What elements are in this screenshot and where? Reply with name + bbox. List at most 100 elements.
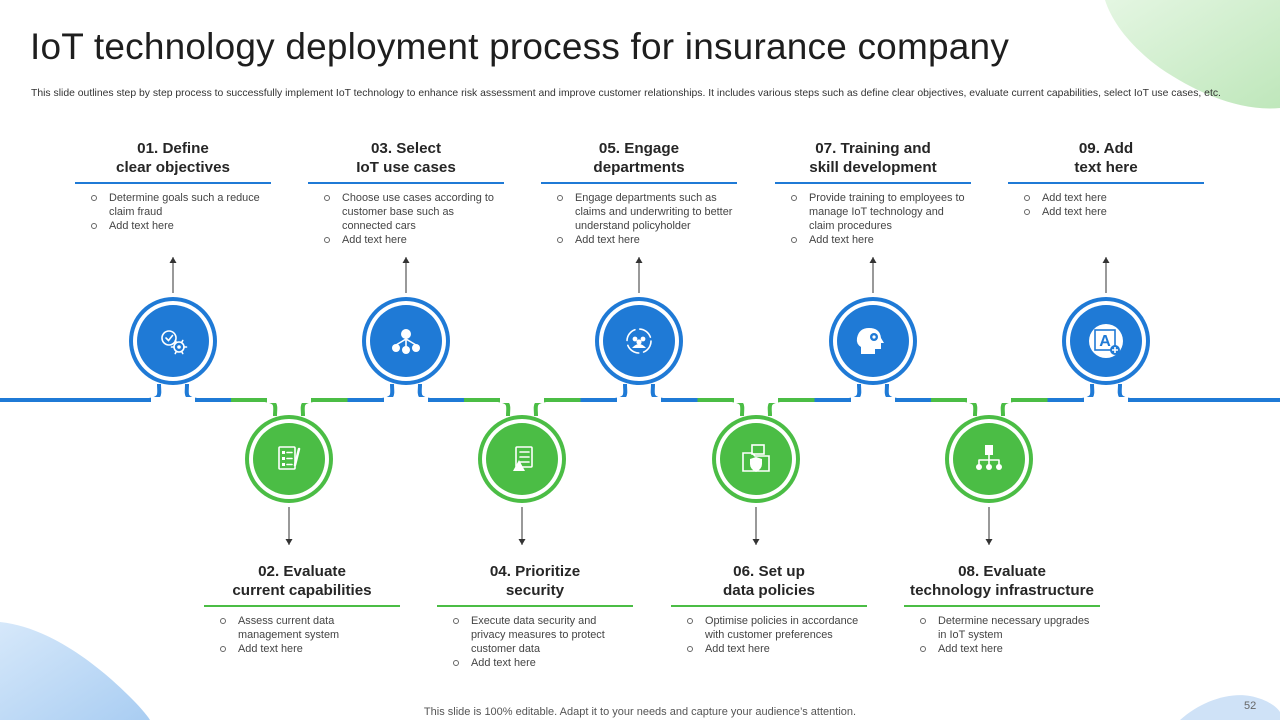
- arrow-head: [752, 539, 760, 545]
- step-title: 02. Evaluate current capabilities: [204, 562, 400, 600]
- step-title: 04. Prioritize security: [437, 562, 633, 600]
- step-divider: [904, 605, 1100, 607]
- step-bullet: Engage departments such as claims and un…: [557, 191, 737, 233]
- arrow-head: [869, 257, 877, 263]
- step-title-line1: 08. Evaluate: [958, 563, 1046, 580]
- step-title-line2: text here: [1074, 159, 1138, 176]
- step-bullet: Optimise policies in accordance with cus…: [687, 614, 867, 642]
- step-title: 08. Evaluate technology infrastructure: [904, 562, 1100, 600]
- step-title-line1: 09. Add: [1078, 140, 1134, 157]
- step-bullets: Provide training to employees to manage …: [775, 191, 971, 247]
- step-title-line2: skill development: [809, 159, 937, 176]
- step-bullets: Determine necessary upgrades in IoT syst…: [904, 614, 1100, 656]
- step-bullet: Add text here: [324, 233, 504, 247]
- arrow-head: [169, 257, 177, 263]
- checklist-pen-icon: [278, 446, 301, 470]
- step-title: 06. Set up data policies: [671, 562, 867, 600]
- step-title-line2: IoT use cases: [356, 159, 456, 176]
- step-title-line1: 05. Engage: [598, 140, 680, 157]
- step-divider: [541, 182, 737, 184]
- step-node-03: [362, 257, 450, 403]
- step-title-line1: 03. Select: [370, 140, 442, 157]
- step-title: 07. Training and skill development: [775, 139, 971, 177]
- step-divider: [204, 605, 400, 607]
- step-bullets: Determine goals such a reduce claim frau…: [75, 191, 271, 233]
- arrow-head: [985, 539, 993, 545]
- step-title-line1: 01. Define: [137, 140, 209, 157]
- step-node-06: [712, 397, 800, 545]
- page-subtitle: This slide outlines step by step process…: [31, 88, 1221, 99]
- step-title-line2: clear objectives: [116, 159, 230, 176]
- step-title: 01. Define clear objectives: [75, 139, 271, 177]
- step-title-line2: security: [505, 582, 565, 599]
- head-brain-gear-icon: [856, 328, 884, 354]
- step-node-05: [595, 257, 683, 403]
- step-bullets: Optimise policies in accordance with cus…: [671, 614, 867, 656]
- step-bullet: Add text here: [791, 233, 971, 247]
- step-bullet: Add text here: [687, 642, 867, 656]
- page-number: 52: [1244, 700, 1257, 712]
- step-title-line1: 06. Set up: [733, 563, 805, 580]
- step-divider: [775, 182, 971, 184]
- svg-text:A: A: [1099, 333, 1111, 350]
- step-title-line2: departments: [593, 159, 685, 176]
- step-node-09: A: [1062, 257, 1150, 403]
- step-node-07: [829, 257, 917, 403]
- step-title: 05. Engage departments: [541, 139, 737, 177]
- step-title-line1: 07. Training and: [815, 140, 931, 157]
- step-divider: [437, 605, 633, 607]
- step-title-line2: data policies: [722, 582, 815, 599]
- step-node-08: [945, 397, 1033, 545]
- step-bullets: Execute data security and privacy measur…: [437, 614, 633, 670]
- step-bullet: Choose use cases according to customer b…: [324, 191, 504, 233]
- step-title: 09. Add text here: [1008, 139, 1204, 177]
- step-title-line2: technology infrastructure: [910, 582, 1094, 599]
- arrow-head: [1102, 257, 1110, 263]
- step-node-02: [245, 397, 333, 545]
- step-bullets: Engage departments such as claims and un…: [541, 191, 737, 247]
- step-node-04: [478, 397, 566, 545]
- step-bullet: Add text here: [453, 656, 633, 670]
- folder-shield-icon: [742, 444, 770, 472]
- network-nodes-icon: [392, 329, 420, 354]
- team-cycle-icon: [626, 328, 652, 354]
- step-bullet: Add text here: [220, 642, 400, 656]
- step-bullet: Add text here: [920, 642, 1100, 656]
- step-bullet: Add text here: [1024, 191, 1204, 205]
- step-bullet: Add text here: [1024, 205, 1204, 219]
- page-title: IoT technology deployment process for in…: [30, 26, 1010, 67]
- step-node-01: [129, 257, 217, 403]
- step-bullet: Add text here: [91, 219, 271, 233]
- step-title-line2: current capabilities: [232, 582, 372, 599]
- arrow-head: [285, 539, 293, 545]
- arrow-head: [518, 539, 526, 545]
- step-divider: [75, 182, 271, 184]
- warning-document-icon: [513, 446, 533, 471]
- step-title-line1: 04. Prioritize: [489, 563, 581, 580]
- step-bullet: Assess current data management system: [220, 614, 400, 642]
- step-bullet: Determine goals such a reduce claim frau…: [91, 191, 271, 219]
- node-disc: [486, 423, 558, 495]
- step-divider: [671, 605, 867, 607]
- text-add-icon: A: [1089, 324, 1123, 358]
- arrow-head: [402, 257, 410, 263]
- step-bullet: Add text here: [557, 233, 737, 247]
- step-bullet: Provide training to employees to manage …: [791, 191, 971, 233]
- step-title-line1: 02. Evaluate: [258, 563, 346, 580]
- building-hierarchy-icon: [976, 445, 1002, 470]
- footer-note: This slide is 100% editable. Adapt it to…: [423, 706, 857, 718]
- arrow-head: [635, 257, 643, 263]
- step-bullet: Execute data security and privacy measur…: [453, 614, 633, 656]
- target-check-gear-icon: [161, 330, 188, 355]
- step-bullet: Determine necessary upgrades in IoT syst…: [920, 614, 1100, 642]
